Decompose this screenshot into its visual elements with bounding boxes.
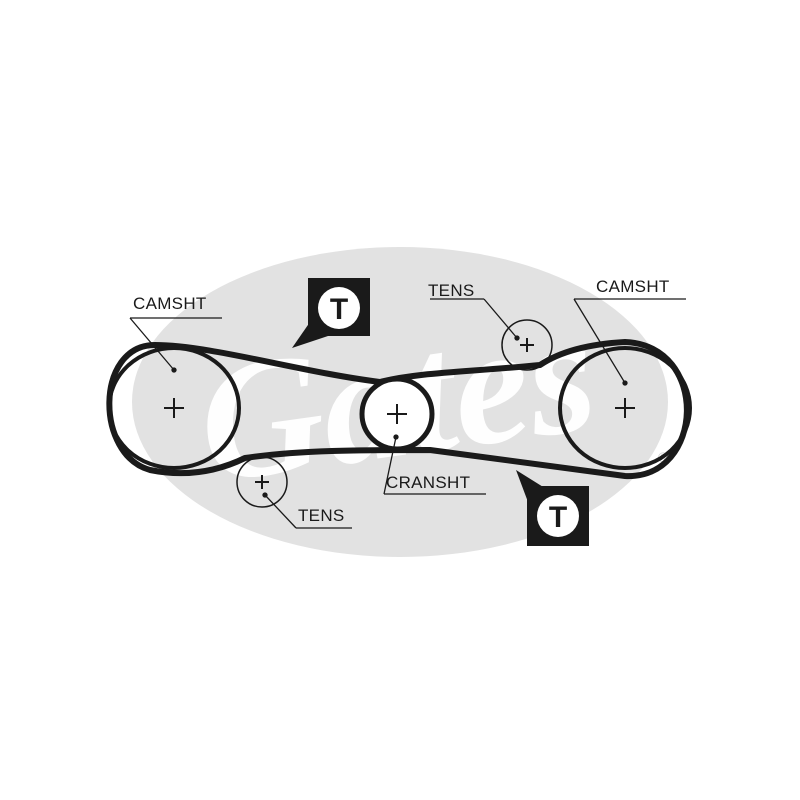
leader-lines [129,298,686,529]
label-camshaft-left: CAMSHT [133,294,207,313]
label-tensioner-bottom: TENS [298,506,345,525]
label-tensioner-top: TENS [428,281,475,300]
tension-marker-bottom: T [516,470,589,546]
tension-marker-top-letter: T [330,293,348,326]
camshaft-pulley-left [107,346,241,470]
tensioner-pulley-top [501,319,553,371]
tension-marker-bottom-letter: T [549,501,567,534]
label-camshaft-right: CAMSHT [596,277,670,296]
tension-marker-top: T [292,278,370,348]
camshaft-pulley-right [558,346,692,470]
label-crankshaft: CRANSHT [386,473,470,492]
tensioner-pulley-bottom [236,456,288,508]
crankshaft-pulley [359,376,435,452]
